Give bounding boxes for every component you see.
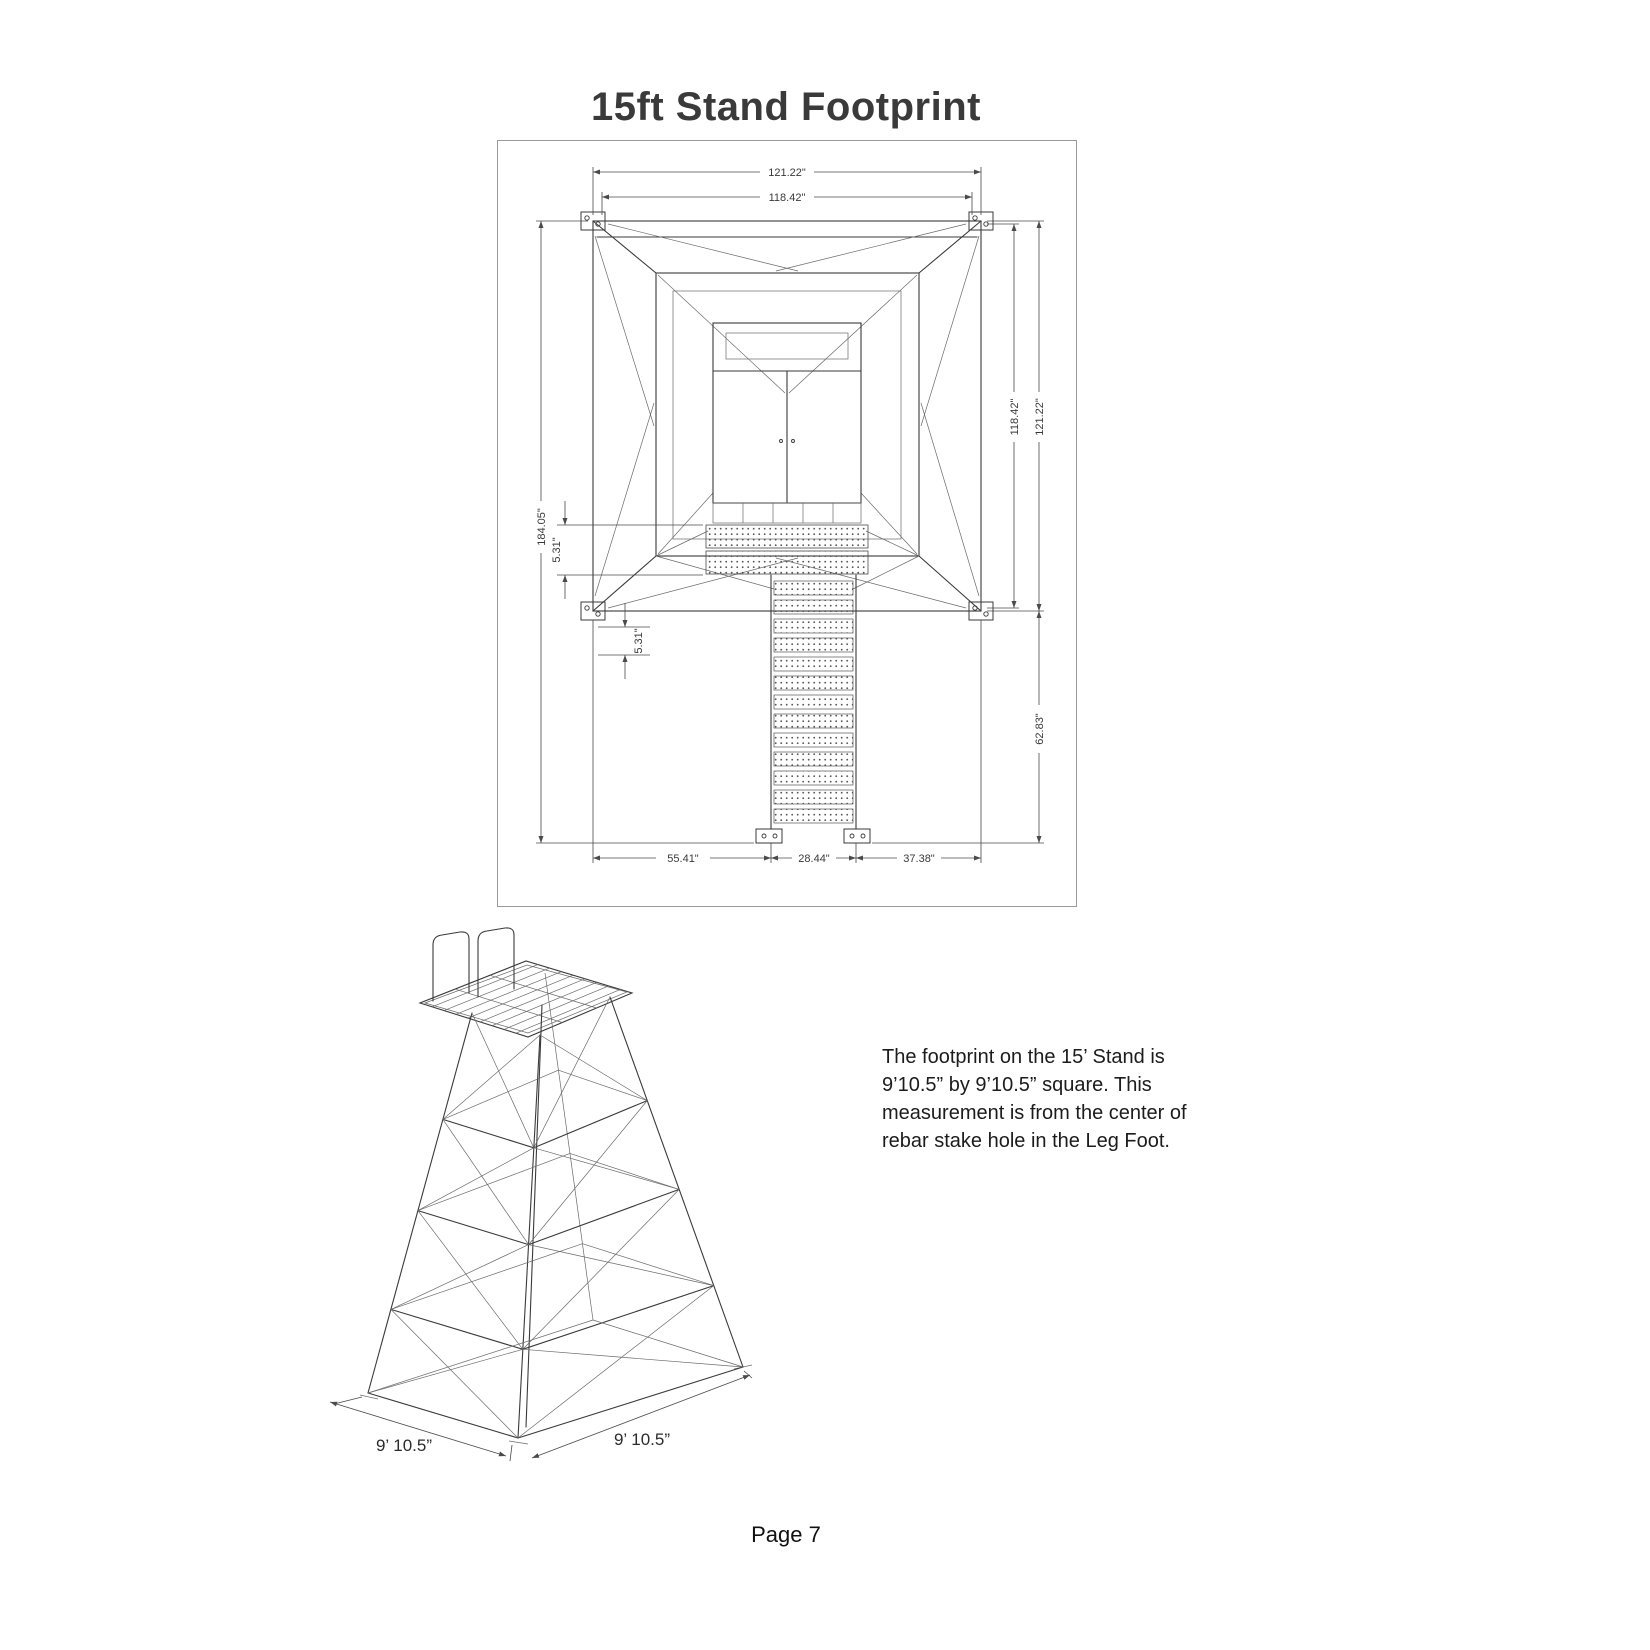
dimension-left-height: 184.05" — [536, 220, 754, 844]
dimension-top-inner: 118.42" — [601, 192, 973, 215]
dim-label-bottom-left: 55.41" — [667, 853, 699, 865]
note-line-4: rebar stake hole in the Leg Foot. — [882, 1130, 1170, 1152]
note-line-3: measurement is from the center of — [882, 1102, 1187, 1124]
handrail-hoops — [432, 927, 515, 1002]
dimension-bottom: 55.41" 28.44" 37.38" — [592, 620, 982, 865]
tower-drawing: 9’ 10.5” 9’ 10.5” — [300, 905, 780, 1465]
tower-dim-label-right: 9’ 10.5” — [614, 1430, 670, 1449]
dimension-left-offset: 5.31" — [551, 501, 703, 599]
dim-label-top-inner: 118.42" — [769, 192, 806, 204]
dimension-foot-offset: 5.31" — [598, 603, 650, 679]
tower-legs — [359, 972, 753, 1445]
dim-label-stair-drop: 62.83" — [1034, 713, 1046, 745]
page-number: Page 7 — [751, 1522, 821, 1547]
dim-label-bottom-right: 37.38" — [903, 853, 935, 865]
stairs — [755, 574, 871, 844]
landing-platform — [655, 502, 920, 590]
note-line-2: 9’10.5” by 9’10.5” square. This — [882, 1074, 1152, 1096]
dim-label-left-offset: 5.31" — [551, 537, 563, 562]
tower-isometric-view: 9’ 10.5” 9’ 10.5” — [329, 927, 753, 1462]
dim-label-bottom-center: 28.44" — [798, 853, 830, 865]
tower-diagonal-bracing — [367, 996, 744, 1439]
dimension-stair-drop: 62.83" — [872, 611, 1046, 844]
page-title: 15ft Stand Footprint — [591, 84, 981, 129]
footprint-top-view: 121.22" 118.42" 118.42" 121.22" 184. — [536, 167, 1046, 865]
dim-label-right-outer: 121.22" — [1034, 398, 1046, 436]
dimension-right-outer: 121.22" — [987, 220, 1046, 612]
tower-brace-rings — [367, 1069, 744, 1439]
tower-dim-label-left: 9’ 10.5” — [376, 1436, 432, 1455]
dim-label-foot-offset: 5.31" — [633, 628, 645, 653]
dim-label-top-outer: 121.22" — [768, 167, 806, 179]
dimension-right-inner: 118.42" — [987, 223, 1021, 609]
note-line-1: The footprint on the 15’ Stand is — [882, 1046, 1165, 1068]
footprint-note: The footprint on the 15’ Stand is 9’10.5… — [882, 1043, 1282, 1155]
dimension-top-outer: 121.22" — [592, 167, 982, 215]
tower-base-dimensions: 9’ 10.5” 9’ 10.5” — [329, 1370, 753, 1462]
dim-label-left-height: 184.05" — [536, 508, 548, 546]
tower-platform — [418, 960, 634, 1038]
footprint-drawing-frame: 121.22" 118.42" 118.42" 121.22" 184. — [497, 140, 1077, 907]
cabin — [712, 322, 862, 504]
dim-label-right-inner: 118.42" — [1009, 399, 1021, 436]
